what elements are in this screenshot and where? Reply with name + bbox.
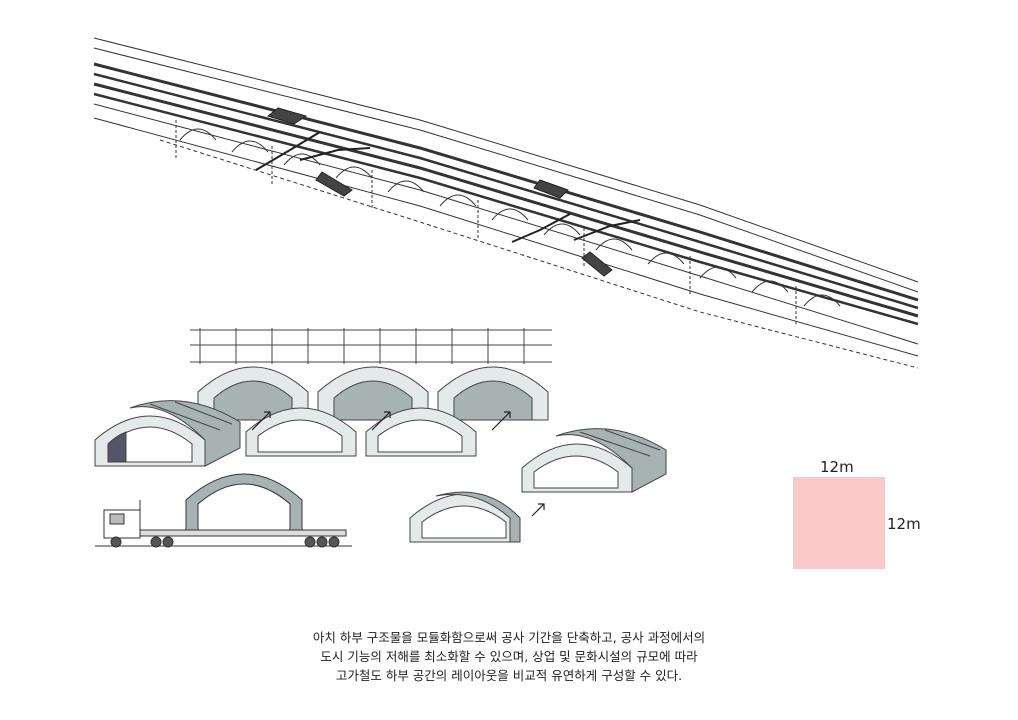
caption-line-1: 아치 하부 구조물을 모듈화함으로써 공사 기간을 단축하고, 공사 과정에서의 <box>312 630 706 645</box>
height-dimension-label: 12m <box>887 515 921 533</box>
scale-square <box>793 477 885 569</box>
arch-modules-drawing <box>94 328 667 543</box>
caption-line-3: 고가철도 하부 공간의 레이아웃을 비교적 유연하게 구성할 수 있다. <box>335 668 683 683</box>
width-dimension-label: 12m <box>820 458 854 476</box>
caption-line-2: 도시 기능의 저해를 최소화할 수 있으며, 상업 및 문화시설의 규모에 따라 <box>320 649 698 664</box>
viaduct-drawing <box>93 37 919 369</box>
caption: 아치 하부 구조물을 모듈화함으로써 공사 기간을 단축하고, 공사 과정에서의… <box>0 628 1018 685</box>
truck-drawing <box>95 473 352 548</box>
